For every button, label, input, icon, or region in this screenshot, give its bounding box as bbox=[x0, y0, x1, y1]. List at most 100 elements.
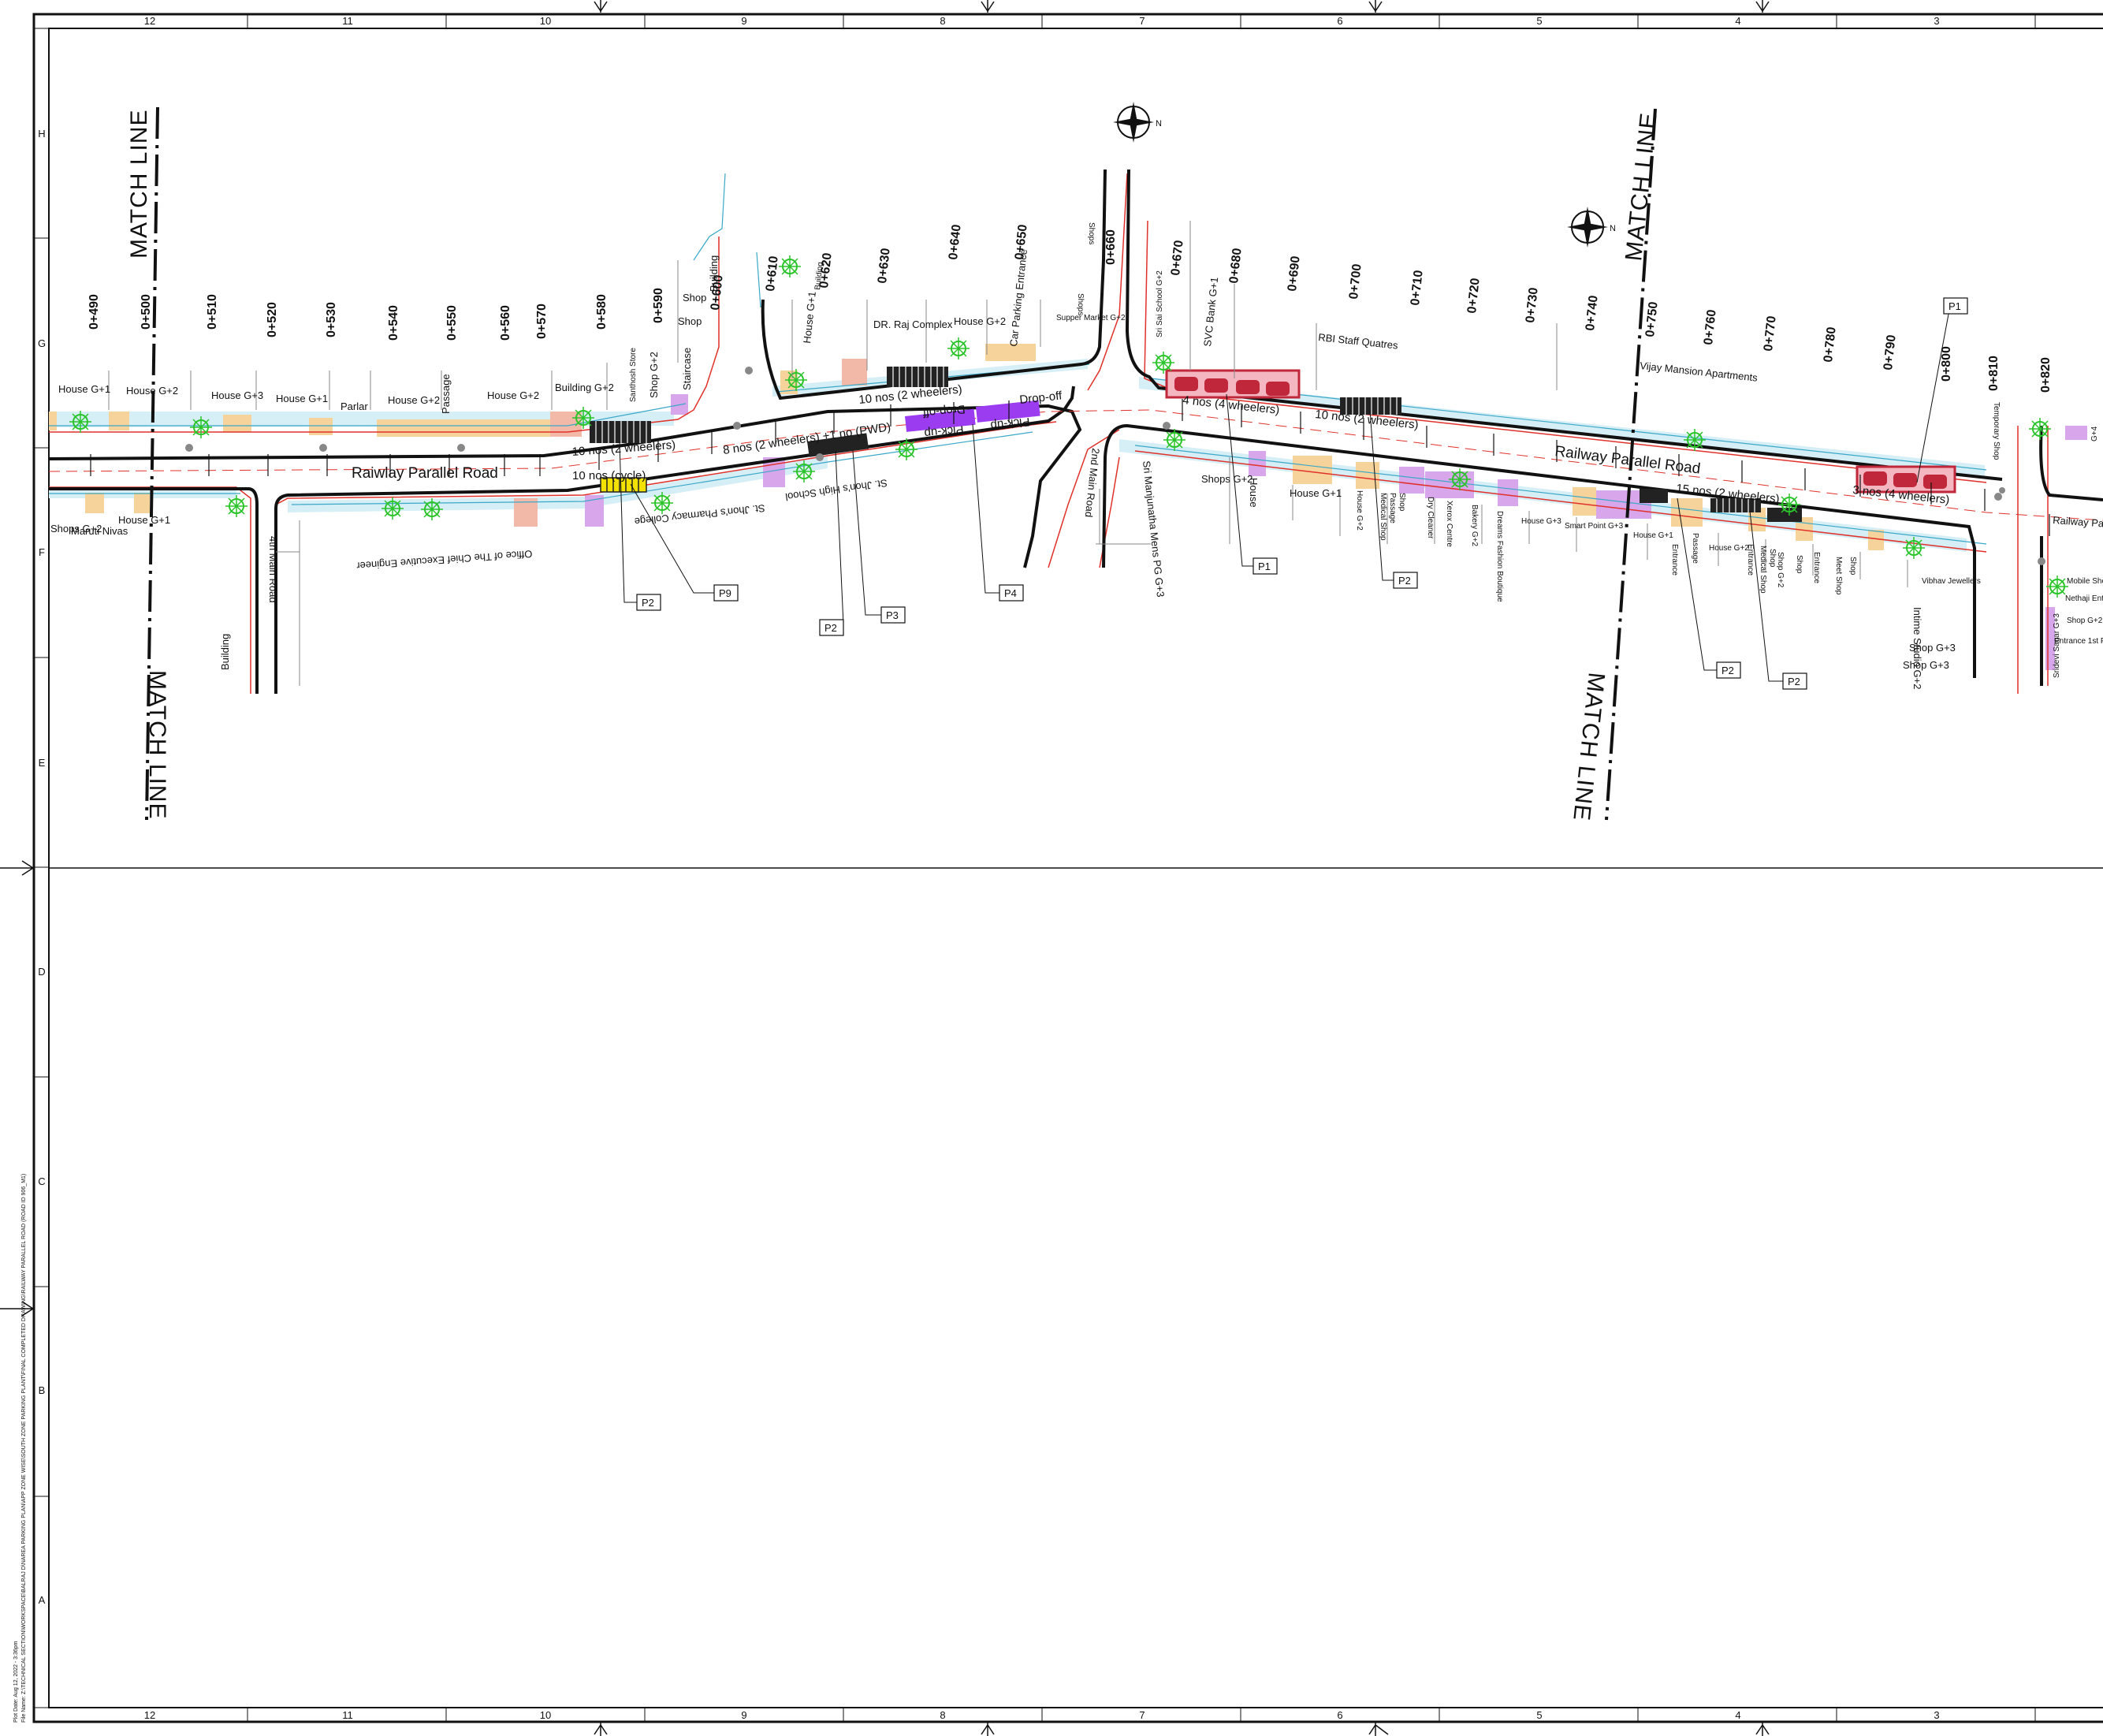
grid-row-letter: B bbox=[39, 1384, 46, 1396]
chainage-label: 0+650 bbox=[1013, 224, 1030, 261]
building-label: House G+2 bbox=[954, 315, 1006, 327]
plot-stamp: Plot Date: Aug 12, 2022 - 3:36pm File Na… bbox=[13, 1174, 27, 1723]
building-label: Vibhav Jewellers bbox=[1922, 577, 1981, 586]
building-label: House G+3 bbox=[1521, 517, 1561, 526]
chainage-label: 0+750 bbox=[1643, 301, 1661, 338]
chainage-label: 0+760 bbox=[1702, 309, 1719, 346]
building-label: Shops G+2 bbox=[1201, 473, 1252, 485]
cycle-parking-stripes bbox=[606, 478, 639, 492]
chainage-label: 0+610 bbox=[764, 255, 781, 292]
building-label: Nethaji Enterprises bbox=[2065, 594, 2103, 603]
building-label: House G+1 bbox=[1290, 487, 1342, 499]
tree-icon bbox=[895, 438, 918, 460]
building-label: Office of The Chief Executive Engineer bbox=[355, 548, 533, 572]
chainage-label: 0+670 bbox=[1169, 240, 1186, 277]
tree-icon bbox=[785, 369, 807, 391]
building-label: Shops bbox=[1087, 222, 1096, 244]
chainage-label: 0+800 bbox=[1940, 346, 1953, 382]
grid-column-ticks bbox=[247, 14, 2036, 1722]
parking-note: Pick-up bbox=[924, 423, 965, 440]
building-label: Passage bbox=[440, 374, 452, 414]
building-label: House G+2 bbox=[1355, 490, 1364, 531]
chainage-label: 0+770 bbox=[1762, 315, 1779, 352]
road-name: 2nd Main Road bbox=[1083, 448, 1102, 518]
grid-row-letter: D bbox=[38, 966, 45, 978]
utility-poles bbox=[185, 367, 2045, 565]
parking-note: Pick-up bbox=[990, 415, 1031, 432]
building-label: Shop bbox=[1768, 549, 1777, 568]
building-label: Santhosh Store bbox=[629, 348, 638, 402]
building-label: Shops G+2 bbox=[50, 523, 102, 535]
grid-column-number: 3 bbox=[1934, 15, 1939, 27]
grid-column-number: 11 bbox=[342, 15, 353, 27]
building-label: Passage bbox=[1691, 533, 1699, 564]
grid-row-letter: F bbox=[39, 546, 45, 558]
grid-column-number: 5 bbox=[1536, 1709, 1542, 1721]
chainage-label: 0+530 bbox=[325, 302, 338, 337]
tree-icon bbox=[793, 460, 815, 482]
tree-icon bbox=[1778, 494, 1800, 516]
grid-column-number: 12 bbox=[144, 15, 155, 27]
chainage-label: 0+550 bbox=[445, 305, 459, 341]
building-label: Supper Market G+2 bbox=[1056, 314, 1126, 322]
road-name: Railway Par bbox=[2053, 514, 2103, 530]
tree-icon bbox=[2029, 418, 2051, 440]
chainage-label: 0+540 bbox=[387, 305, 400, 341]
file-name: File Name: Z:\TECHNICAL SECTION\WORKSPAC… bbox=[21, 1174, 27, 1723]
tree-icon bbox=[1684, 429, 1706, 451]
parking-note: 10 nos (cycle) bbox=[572, 469, 646, 482]
building-label: House G+3 bbox=[211, 389, 263, 401]
tree-icon bbox=[779, 255, 801, 278]
pickup-bay-right bbox=[975, 400, 1040, 423]
chainage-label: 0+700 bbox=[1347, 263, 1364, 300]
building-label: Staircase bbox=[681, 348, 693, 390]
tree-icon bbox=[947, 337, 970, 359]
building-label: House G+2 bbox=[388, 394, 440, 406]
grid-column-number: 6 bbox=[1337, 15, 1342, 27]
building-label: Building G+2 bbox=[555, 382, 614, 393]
building-label: Vijay Mansion Apartments bbox=[1640, 359, 1759, 384]
tree-icon bbox=[1449, 468, 1471, 490]
grid-row-letter: A bbox=[39, 1594, 46, 1606]
building-label: SVC Bank G+1 bbox=[1201, 277, 1220, 348]
parking-tag: P2 bbox=[824, 622, 837, 634]
building-label: Passage bbox=[1388, 493, 1397, 523]
parking-bay-stripes bbox=[595, 367, 1755, 512]
chainage-label: 0+660 bbox=[1104, 229, 1118, 265]
parking-tag: P2 bbox=[642, 597, 654, 609]
chainage-label: 0+580 bbox=[595, 294, 609, 330]
building-label: House G+2 bbox=[1709, 544, 1749, 553]
building-label: Meet Shop bbox=[1834, 557, 1843, 595]
tree-icon bbox=[1903, 537, 1925, 559]
parking-tag: P2 bbox=[1398, 575, 1411, 587]
parking-tag: P2 bbox=[1788, 676, 1800, 687]
building-label: Sri Sai School G+2 bbox=[1156, 270, 1164, 337]
building-label: House G+1 bbox=[58, 383, 110, 395]
chainage-label: 0+510 bbox=[206, 294, 219, 330]
grid-column-number: 12 bbox=[144, 1709, 155, 1721]
car-symbols bbox=[1174, 377, 1947, 489]
building-label: St. Jhon's High School bbox=[784, 477, 888, 503]
parking-tag: P2 bbox=[1721, 665, 1734, 676]
svg-text:N: N bbox=[1610, 224, 1616, 233]
building-label: House G+1 bbox=[1633, 531, 1673, 540]
parking-tag: P1 bbox=[1949, 300, 1961, 312]
tree-icon bbox=[1152, 352, 1174, 374]
chainage-labels: 0+490 0+500 0+510 0+520 0+530 0+540 0+55… bbox=[87, 224, 2053, 393]
road-name: 4th Main Road bbox=[267, 536, 279, 603]
tree-icon bbox=[2046, 576, 2068, 598]
building-label: Entrance bbox=[1812, 552, 1821, 583]
building-label: Shop G+3 bbox=[1909, 642, 1956, 654]
north-arrow-icon: N bbox=[1113, 102, 1162, 143]
parking-tag: P4 bbox=[1004, 587, 1017, 599]
building-label: House G+2 bbox=[487, 389, 539, 401]
building-label: House G+2 bbox=[126, 385, 178, 397]
chainage-label: 0+640 bbox=[947, 224, 964, 261]
building-label: Medical Shop bbox=[1379, 493, 1387, 541]
building-label: Shop bbox=[1848, 557, 1857, 576]
row-lines bbox=[49, 173, 2049, 694]
tree-icon bbox=[225, 495, 248, 517]
building-label: Shop G+3 bbox=[1903, 659, 1949, 671]
chainage-label: 0+730 bbox=[1524, 287, 1541, 324]
